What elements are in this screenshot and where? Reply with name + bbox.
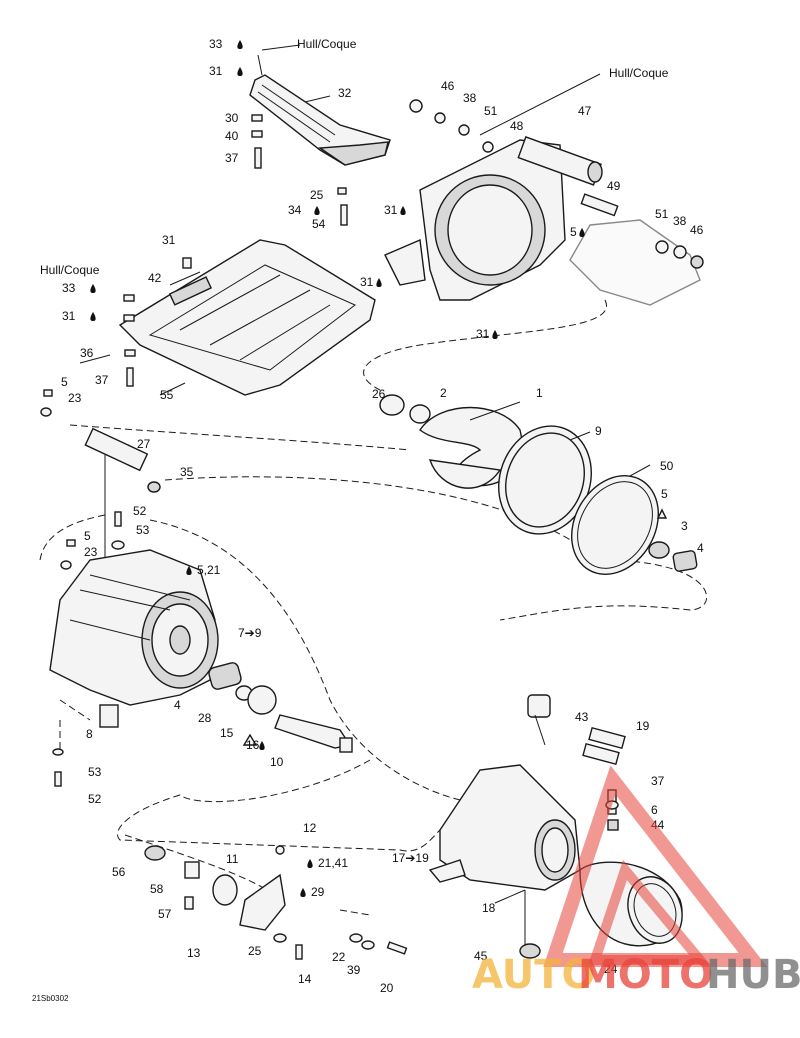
label-11: 11 bbox=[226, 852, 239, 866]
label-46-right: 46 bbox=[690, 223, 704, 237]
label-16: 16 bbox=[246, 738, 260, 752]
label-50: 50 bbox=[660, 459, 674, 473]
label-hull-3: Hull/Coque bbox=[40, 263, 100, 277]
label-34: 34 bbox=[288, 203, 302, 217]
label-hull-1: Hull/Coque bbox=[297, 37, 357, 51]
label-9: 9 bbox=[595, 424, 602, 438]
label-32: 32 bbox=[338, 86, 352, 100]
steering-bracket-49 bbox=[569, 193, 704, 306]
label-56: 56 bbox=[112, 865, 126, 879]
label-27: 27 bbox=[137, 437, 151, 451]
label-43: 43 bbox=[575, 710, 589, 724]
label-49: 49 bbox=[607, 179, 621, 193]
nozzle-fasteners bbox=[144, 845, 408, 960]
label-19: 19 bbox=[636, 719, 650, 733]
label-5-impeller: 5 bbox=[661, 487, 668, 501]
label-46-top: 46 bbox=[441, 79, 455, 93]
label-40: 40 bbox=[225, 129, 239, 143]
watermark-text-auto: AUTO bbox=[472, 952, 596, 998]
label-37-nozzle: 37 bbox=[651, 774, 665, 788]
label-38-right: 38 bbox=[673, 214, 687, 228]
label-33-top: 33 bbox=[209, 37, 223, 51]
cover-plate-55 bbox=[118, 239, 376, 396]
label-58: 58 bbox=[150, 882, 164, 896]
label-6: 6 bbox=[651, 803, 658, 817]
label-37-top: 37 bbox=[225, 151, 239, 165]
label-31-frame-b: 31 bbox=[360, 275, 374, 289]
label-17-19: 17➔19 bbox=[392, 851, 429, 865]
label-25-bottom: 25 bbox=[248, 944, 262, 958]
label-39: 39 bbox=[347, 963, 361, 977]
intake-frame-housing bbox=[384, 99, 603, 301]
label-26: 26 bbox=[372, 387, 386, 401]
label-5-left-top: 5 bbox=[61, 375, 68, 389]
impeller-assembly bbox=[379, 394, 698, 575]
diagram-ref-code: 21Sb0302 bbox=[32, 994, 69, 1003]
label-31-frame-c: 31 bbox=[476, 327, 490, 341]
label-52-mid: 52 bbox=[133, 504, 147, 518]
label-35: 35 bbox=[180, 465, 194, 479]
label-22: 22 bbox=[332, 950, 346, 964]
label-28: 28 bbox=[198, 711, 212, 725]
label-33-left: 33 bbox=[62, 281, 76, 295]
label-42: 42 bbox=[148, 271, 162, 285]
label-51-top: 51 bbox=[484, 104, 498, 118]
label-18: 18 bbox=[482, 901, 496, 915]
label-14: 14 bbox=[298, 972, 312, 986]
label-29: 29 bbox=[311, 885, 325, 899]
watermark: AUTO MOTO HUB bbox=[472, 765, 800, 998]
label-5-left-mid: 5 bbox=[84, 529, 91, 543]
label-55: 55 bbox=[160, 388, 174, 402]
label-21-41: 21,41 bbox=[318, 856, 348, 870]
label-31-frame-a: 31 bbox=[384, 203, 398, 217]
label-8: 8 bbox=[86, 727, 93, 741]
label-57: 57 bbox=[158, 907, 172, 921]
label-7-9: 7➔9 bbox=[238, 626, 262, 640]
label-48: 48 bbox=[510, 119, 524, 133]
label-53-bottom: 53 bbox=[88, 765, 102, 779]
label-47: 47 bbox=[578, 104, 592, 118]
label-4-left: 4 bbox=[174, 698, 181, 712]
label-10: 10 bbox=[270, 755, 284, 769]
label-38-top: 38 bbox=[463, 91, 477, 105]
watermark-text-hub: HUB bbox=[706, 952, 800, 998]
leader-lines bbox=[79, 73, 651, 904]
label-54: 54 bbox=[312, 217, 326, 231]
label-hull-2: Hull/Coque bbox=[609, 66, 669, 80]
label-23-top: 23 bbox=[68, 391, 82, 405]
label-5-right: 5 bbox=[570, 225, 577, 239]
label-5-21: 5,21 bbox=[197, 563, 221, 577]
label-13: 13 bbox=[187, 946, 201, 960]
assembly-dashed-lines bbox=[39, 299, 708, 916]
label-37-left: 37 bbox=[95, 373, 109, 387]
label-25-top: 25 bbox=[310, 188, 324, 202]
label-12: 12 bbox=[303, 821, 317, 835]
small-fasteners-left bbox=[40, 389, 161, 575]
label-23-mid: 23 bbox=[84, 545, 98, 559]
label-31-top: 31 bbox=[209, 64, 223, 78]
label-31-left: 31 bbox=[62, 309, 76, 323]
label-30: 30 bbox=[225, 111, 239, 125]
label-4-right: 4 bbox=[697, 541, 704, 555]
pump-body-housing bbox=[49, 549, 353, 787]
support-bracket-32 bbox=[249, 44, 391, 226]
label-53-mid: 53 bbox=[136, 523, 150, 537]
label-2: 2 bbox=[440, 386, 447, 400]
label-36: 36 bbox=[80, 346, 94, 360]
label-20: 20 bbox=[380, 981, 394, 995]
label-15: 15 bbox=[220, 726, 234, 740]
label-52-bottom: 52 bbox=[88, 792, 102, 806]
label-51-right: 51 bbox=[655, 207, 669, 221]
watermark-text-moto: MOTO bbox=[578, 952, 713, 998]
label-31-plate: 31 bbox=[162, 233, 176, 247]
label-1: 1 bbox=[536, 386, 543, 400]
label-3: 3 bbox=[681, 519, 688, 533]
label-45: 45 bbox=[474, 949, 488, 963]
part-labels: 33 Hull/Coque 31 32 30 40 37 25 34 54 46… bbox=[32, 37, 704, 1003]
